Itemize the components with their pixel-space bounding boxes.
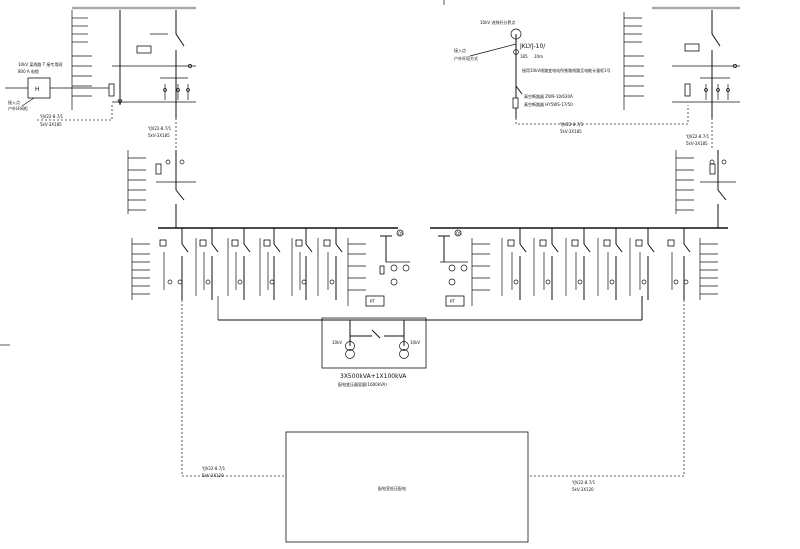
right-line-spec-2: 185 [520, 54, 528, 59]
right-eq-1: 真空断路器 ZW9-10/630A [524, 93, 573, 99]
right-pt-box [445, 295, 465, 307]
cable-bot-left-1: YJV22-8.7/1 [201, 466, 226, 471]
right-eq-2: 真空断路器 HY5WS-17/50 [524, 101, 573, 107]
cable-mid-right-1: YJV22-8.7/1 [685, 134, 710, 139]
right-line-spec-1: JKLYJ-10/ [519, 43, 546, 50]
right-pole-label-1: 接入点 [454, 47, 466, 53]
left-dashed-link [37, 105, 113, 121]
bus-tag-left-mark [396, 229, 404, 237]
left-bottom-cable [181, 320, 286, 477]
cable-top-left-2: 5kV-3X185 [40, 122, 62, 127]
right-dashed-link [515, 105, 689, 125]
right-feeder-cabinets: PT [438, 228, 718, 320]
transformer-spec: 3X500kVA+1X100kVA [340, 373, 407, 380]
transformer-voltage-left: 10kV [332, 340, 342, 345]
left-box-sub: 户外环网柜 [8, 105, 28, 111]
right-source-group: 10kV 进线杆分界点 接入点 户外杆塔方式 JKLYJ-10/ 185 10m… [454, 19, 611, 118]
cable-mid-right-2: 5kV-3X185 [686, 141, 708, 146]
right-note: 接用10kV线路变电站所铁路线路至电能计量柜1号 [522, 67, 611, 73]
cable-mid-left-2: 5kV-3X185 [148, 133, 170, 138]
left-source-group: 10kV 某线路 T 接专用网 800 A 电缆 H 接入点 户外环网柜 [5, 61, 112, 111]
transformer-left-symbol [345, 341, 355, 351]
left-pt-box [365, 295, 385, 307]
cable-top-right-1: YJV22-8.7/1 [559, 122, 584, 127]
right-metering-cabinet [675, 150, 736, 228]
left-incoming-cabinet [71, 10, 196, 118]
left-source-text-1: 10kV 某线路 T 接专用网 [18, 61, 62, 67]
cable-bot-left-2: 5kV-3X120 [202, 473, 224, 478]
left-feeder-cabinets: PT [131, 228, 410, 320]
right-ct-box [684, 43, 700, 52]
transformer-total: 配电变压器容量(1600kVA) [338, 381, 387, 387]
bus-tag-left: QS [398, 231, 404, 236]
transformer-voltage-right: 10kV [410, 340, 420, 345]
cable-mid-left-1: YJV22-8.7/1 [147, 126, 172, 131]
left-box-label: 接入点 [8, 99, 20, 105]
left-source-text-2: 800 A 电缆 [18, 68, 39, 74]
transformer-box [321, 317, 427, 369]
bus-tag-right: QS [456, 231, 462, 236]
right-pole-label-2: 户外杆塔方式 [454, 55, 478, 61]
svg-text:H: H [35, 86, 40, 93]
title-right: 10kV 进线杆分界点 [480, 19, 515, 25]
right-incoming-cabinet [623, 10, 740, 118]
right-bottom-cable [528, 320, 685, 477]
right-line-spec-3: 10m [534, 54, 543, 59]
left-metering-cabinet [127, 150, 196, 228]
pole-insulator [513, 49, 519, 55]
pt-label-left: PT [370, 299, 375, 304]
cable-top-right-2: 5kV-3X185 [560, 129, 582, 134]
bus-tag-right-mark [454, 229, 462, 237]
load-center-label: 配电室低压配电 [378, 485, 406, 491]
transformer-right-symbol [399, 341, 409, 351]
cable-bot-right-1: YJV22-8.7/1 [571, 480, 596, 485]
cable-bot-right-2: 5kV-3X120 [572, 487, 594, 492]
pt-label-right: PT [450, 299, 455, 304]
load-center-box [285, 431, 529, 543]
left-ct-box [136, 45, 152, 54]
cable-top-left-1: YJV22-8.7/1 [39, 114, 64, 119]
